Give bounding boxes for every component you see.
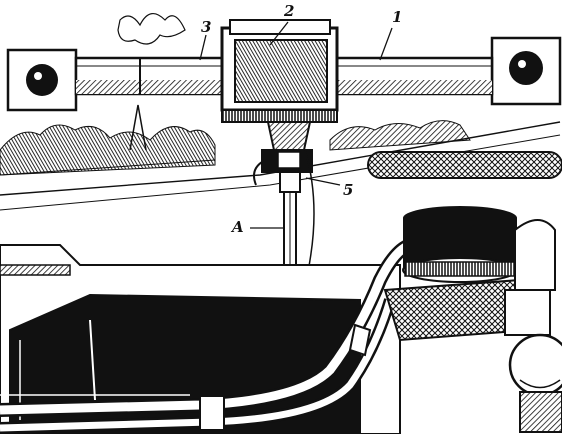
background-trees [0,13,471,176]
coiled-hose [367,151,562,179]
carriage [220,19,339,123]
label-5: 5 [343,181,353,199]
label-3: 3 [201,18,211,36]
motor-unit [383,206,562,433]
leader-lines [199,21,393,229]
right-bolt-icon [509,51,543,85]
label-2: 2 [283,2,294,20]
left-bolt-icon [26,64,58,96]
hoses [0,238,413,434]
label-a: A [230,218,244,236]
right-end-plate [490,36,562,106]
label-1: 1 [392,8,402,26]
probe-head [253,121,313,193]
